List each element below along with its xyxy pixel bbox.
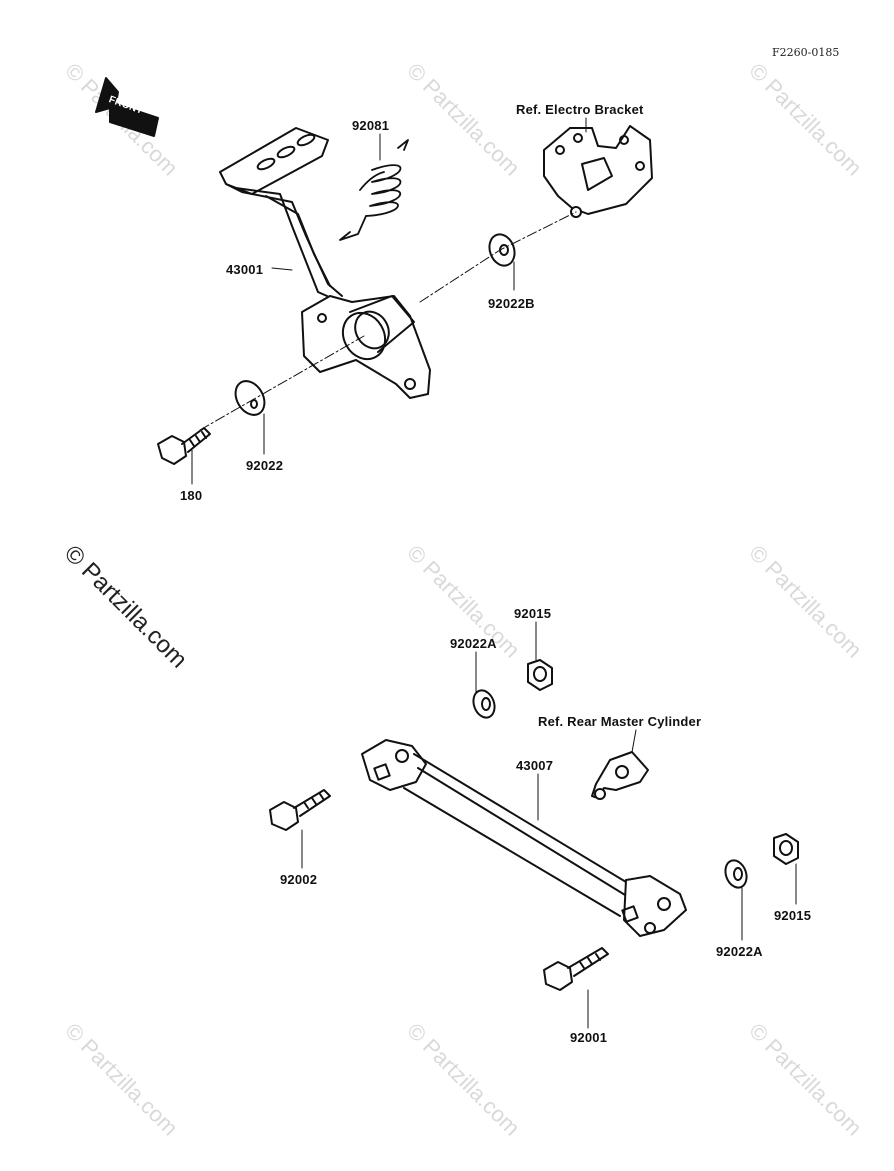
label-43001: 43001 xyxy=(226,262,264,277)
label-92081: 92081 xyxy=(352,118,390,133)
label-ref-electro-bracket: Ref. Electro Bracket xyxy=(516,102,644,117)
master-cylinder-clevis xyxy=(591,751,649,800)
washer-92022a-top xyxy=(472,689,496,719)
label-92015-bottom: 92015 xyxy=(774,908,812,923)
label-92015-top: 92015 xyxy=(514,606,552,621)
nut-92015-bottom xyxy=(773,833,799,865)
washer-92022 xyxy=(234,380,266,416)
label-180: 180 xyxy=(180,488,203,503)
label-ref-rear-master-cylinder: Ref. Rear Master Cylinder xyxy=(538,714,702,729)
bolt-92001 xyxy=(543,947,609,991)
washer-92022a-bottom xyxy=(724,859,748,889)
electro-bracket xyxy=(543,125,653,218)
figure-code: F2260-0185 xyxy=(772,46,840,59)
return-spring xyxy=(339,139,409,241)
front-arrow-icon xyxy=(95,77,159,137)
label-43007: 43007 xyxy=(516,758,554,773)
washer-92022b xyxy=(488,233,516,267)
brake-rod xyxy=(361,739,687,937)
brake-pedal-arm xyxy=(219,127,431,399)
label-92022b: 92022B xyxy=(488,296,535,311)
bolt-180 xyxy=(157,427,211,465)
label-92002: 92002 xyxy=(280,872,318,887)
label-92001: 92001 xyxy=(570,1030,608,1045)
bolt-92002 xyxy=(269,789,331,831)
label-92022: 92022 xyxy=(246,458,284,473)
label-92022a-bottom: 92022A xyxy=(716,944,763,959)
leader-lines xyxy=(191,117,797,1029)
label-92022a-top: 92022A xyxy=(450,636,497,651)
nut-92015-top xyxy=(527,659,553,691)
